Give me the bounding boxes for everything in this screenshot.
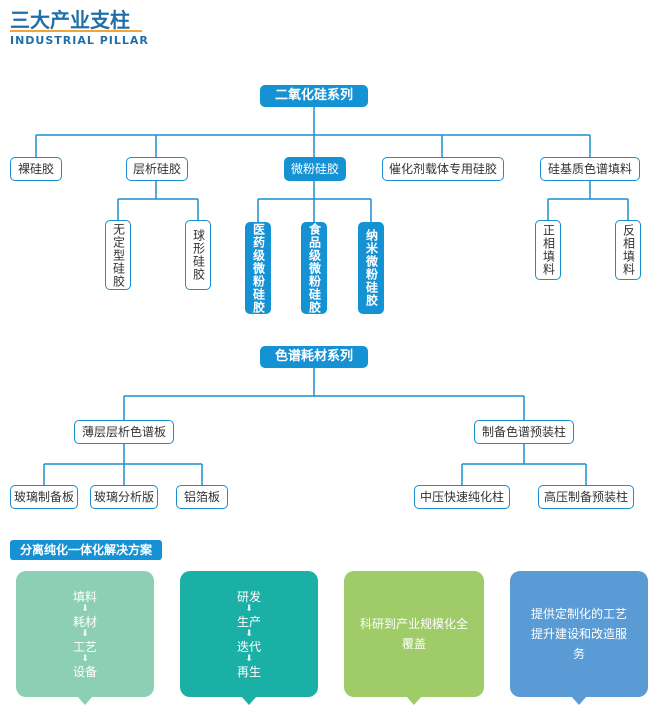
card-pointer [571,696,587,705]
card1-step-3: 工艺 [72,639,97,654]
card1-step-4: 设备 [72,664,97,679]
node-food-silica: 食品级微粉硅胶 [301,222,327,314]
down-arrow-icon: ⬇ [245,603,253,614]
node-nano-silica: 纳米微粉硅胶 [358,222,384,314]
node-silica-series: 二氧化硅系列 [260,85,368,107]
solution-card-custom-service: 提供定制化的工艺提升建设和改造服务 [510,571,648,705]
solution-card-coverage: 科研到产业规模化全覆盖 [344,571,484,705]
title-underline [10,30,142,32]
down-arrow-icon: ⬇ [81,653,89,664]
node-silica-filler: 硅基质色谱填料 [540,157,640,181]
node-pharma-silica: 医药级微粉硅胶 [245,222,271,314]
card1-step-2: 耗材 [72,614,97,629]
card2-step-4: 再生 [236,664,261,679]
node-catalyst-silica: 催化剂载体专用硅胶 [382,157,504,181]
node-aluminum-plate: 铝箔板 [176,485,228,509]
node-prep-column: 制备色谱预装柱 [474,420,574,444]
down-arrow-icon: ⬇ [81,603,89,614]
down-arrow-icon: ⬇ [81,628,89,639]
card2-step-2: 生产 [236,614,261,629]
card-pointer [241,696,257,705]
node-normal-phase: 正相填料 [535,220,561,280]
card4-text: 提供定制化的工艺提升建设和改造服务 [530,607,627,661]
node-glass-prep-plate: 玻璃制备板 [10,485,78,509]
node-amorphous-silica: 无定型硅胶 [105,220,131,290]
node-glass-analysis-plate: 玻璃分析版 [90,485,158,509]
solution-card-materials: 填料 ⬇ 耗材 ⬇ 工艺 ⬇ 设备 [16,571,154,705]
node-consumables-series: 色谱耗材系列 [260,346,368,368]
node-tlc-plate: 薄层层析色谱板 [74,420,174,444]
node-high-pressure-column: 高压制备预装柱 [538,485,634,509]
solutions-title: 分离纯化一体化解决方案 [10,540,163,560]
card2-step-1: 研发 [236,589,261,604]
card-pointer [77,696,93,705]
page-subtitle: INDUSTRIAL PILLAR [10,34,149,47]
page-title: 三大产业支柱 [10,8,130,32]
down-arrow-icon: ⬇ [245,653,253,664]
card1-step-1: 填料 [72,589,97,604]
node-reverse-phase: 反相填料 [615,220,641,280]
card-pointer [406,696,422,705]
node-bare-silica: 裸硅胶 [10,157,62,181]
card2-step-3: 迭代 [236,639,261,654]
node-spherical-silica: 球形硅胶 [185,220,211,290]
node-medium-pressure-column: 中压快速纯化柱 [414,485,510,509]
solution-card-lifecycle: 研发 ⬇ 生产 ⬇ 迭代 ⬇ 再生 [180,571,318,705]
node-chromatography-silica: 层析硅胶 [126,157,188,181]
node-micro-silica: 微粉硅胶 [284,157,346,181]
down-arrow-icon: ⬇ [245,628,253,639]
card3-text: 科研到产业规模化全覆盖 [360,617,469,651]
